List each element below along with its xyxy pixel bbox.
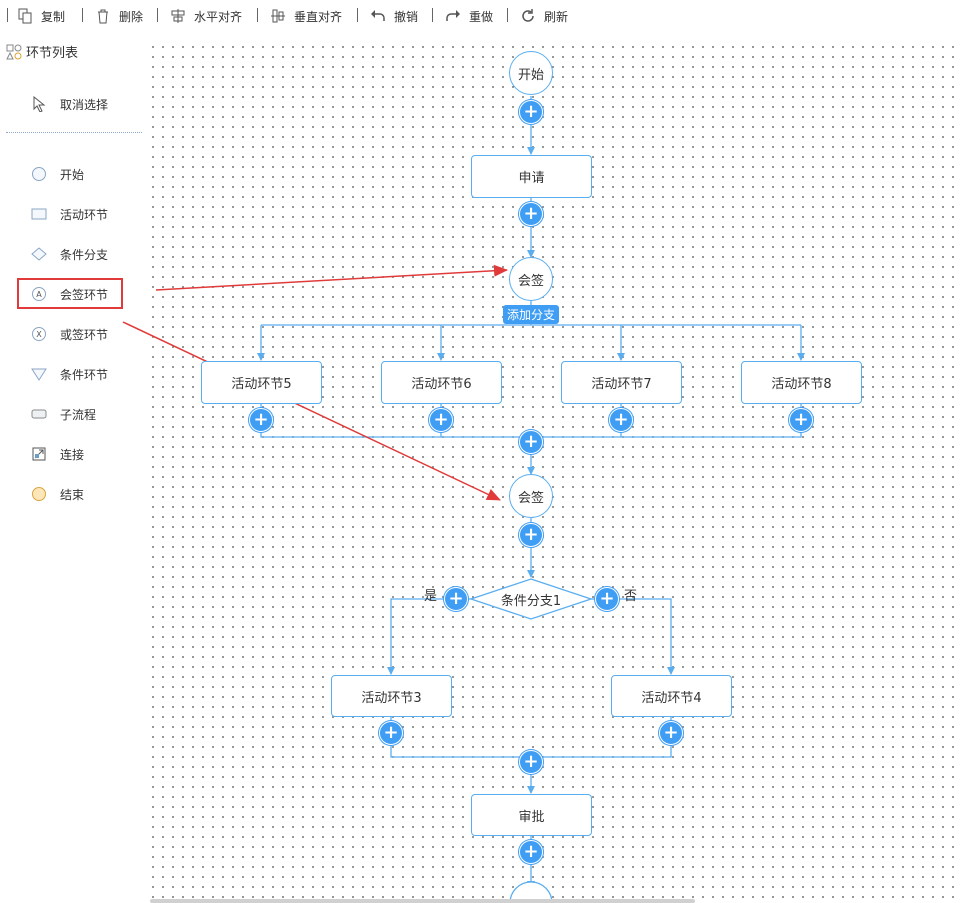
add-node-button[interactable]: + — [429, 408, 453, 432]
palette-item-or-sign[interactable]: X 或签环节 — [30, 324, 108, 344]
svg-text:A: A — [36, 290, 42, 299]
toolbar-separator — [7, 8, 8, 22]
or-sign-icon: X — [30, 325, 48, 343]
palette-item-label: 结束 — [60, 487, 85, 502]
copy-icon — [18, 8, 32, 24]
palette-item-end[interactable]: 结束 — [30, 484, 84, 504]
align-horizontal-button[interactable]: 水平对齐 — [170, 6, 242, 26]
subprocess-icon — [30, 405, 48, 423]
add-node-button[interactable]: + — [444, 587, 468, 611]
toolbar-separator — [82, 8, 83, 22]
palette-divider — [6, 132, 142, 133]
add-node-button[interactable]: + — [519, 202, 543, 226]
palette-item-connect[interactable]: 连接 — [30, 444, 84, 464]
deselect-tool[interactable]: 取消选择 — [30, 94, 108, 114]
node-palette: 环节列表 取消选择 开始 活动环节 条件分支 A 会签环节 X 或签环节 条件环… — [0, 32, 146, 903]
align-horizontal-label: 水平对齐 — [194, 9, 243, 24]
palette-item-label: 子流程 — [60, 407, 97, 422]
undo-button[interactable]: 撤销 — [370, 6, 418, 26]
horizontal-scrollbar[interactable] — [150, 899, 695, 903]
add-branch-button[interactable]: 添加分支 — [503, 305, 560, 324]
palette-item-activity[interactable]: 活动环节 — [30, 204, 108, 224]
countersign-node[interactable]: 会签 — [509, 474, 553, 518]
activity-node-4[interactable]: 活动环节4 — [611, 675, 732, 717]
palette-item-condition-node[interactable]: 条件环节 — [30, 364, 108, 384]
palette-title-text: 环节列表 — [26, 46, 79, 61]
pointer-icon — [30, 95, 48, 113]
toolbar-separator — [157, 8, 158, 22]
undo-icon — [371, 10, 385, 21]
add-node-button[interactable]: + — [609, 408, 633, 432]
activity-node-3[interactable]: 活动环节3 — [331, 675, 452, 717]
apply-node[interactable]: 申请 — [471, 155, 592, 198]
countersign-node[interactable]: 会签 — [509, 257, 553, 301]
add-node-button[interactable]: + — [595, 587, 619, 611]
palette-item-label: 条件分支 — [60, 247, 109, 262]
add-node-button[interactable]: + — [379, 721, 403, 745]
add-node-button[interactable]: + — [519, 840, 543, 864]
add-node-button[interactable]: + — [519, 750, 543, 774]
palette-item-label: 条件环节 — [60, 367, 109, 382]
no-label: 否 — [624, 589, 638, 604]
toolbar-separator — [257, 8, 258, 22]
triangle-icon — [30, 365, 48, 383]
redo-button[interactable]: 重做 — [445, 6, 493, 26]
add-node-button[interactable]: + — [789, 408, 813, 432]
start-node[interactable]: 开始 — [509, 51, 553, 95]
add-node-button[interactable]: + — [519, 523, 543, 547]
toolbar-separator — [357, 8, 358, 22]
redo-label: 重做 — [469, 9, 494, 24]
toolbar: 复制 删除 水平对齐 垂直对齐 撤销 重做 刷新 — [0, 0, 961, 32]
activity-node-8[interactable]: 活动环节8 — [741, 361, 862, 404]
palette-item-condition-branch[interactable]: 条件分支 — [30, 244, 108, 264]
toolbar-separator — [507, 8, 508, 22]
copy-button[interactable]: 复制 — [17, 6, 65, 26]
highlight-box — [17, 278, 123, 309]
delete-label: 删除 — [119, 9, 144, 24]
align-vertical-icon — [271, 9, 285, 23]
redo-icon — [446, 10, 460, 21]
align-vertical-label: 垂直对齐 — [294, 9, 343, 24]
activity-node-7[interactable]: 活动环节7 — [561, 361, 682, 404]
palette-item-countersign[interactable]: A 会签环节 — [30, 284, 108, 304]
svg-text:X: X — [36, 330, 42, 339]
condition-branch-node[interactable]: 条件分支1 — [500, 593, 562, 609]
palette-item-label: 或签环节 — [60, 327, 109, 342]
countersign-icon: A — [30, 285, 48, 303]
toolbar-separator — [432, 8, 433, 22]
palette-item-start[interactable]: 开始 — [30, 164, 84, 184]
activity-node-6[interactable]: 活动环节6 — [381, 361, 502, 404]
add-node-button[interactable]: + — [519, 100, 543, 124]
refresh-label: 刷新 — [544, 9, 569, 24]
palette-item-label: 会签环节 — [60, 287, 109, 302]
align-vertical-button[interactable]: 垂直对齐 — [270, 6, 342, 26]
palette-title: 环节列表 — [6, 42, 78, 61]
approve-node[interactable]: 审批 — [471, 794, 592, 836]
add-node-button[interactable]: + — [659, 721, 683, 745]
refresh-icon — [522, 9, 534, 22]
copy-label: 复制 — [41, 9, 66, 24]
add-node-button[interactable]: + — [519, 430, 543, 454]
connect-icon — [30, 445, 48, 463]
palette-item-label: 活动环节 — [60, 207, 109, 222]
palette-item-subprocess[interactable]: 子流程 — [30, 404, 96, 424]
undo-label: 撤销 — [394, 9, 419, 24]
deselect-label: 取消选择 — [60, 97, 109, 112]
delete-button[interactable]: 删除 — [95, 6, 143, 26]
refresh-button[interactable]: 刷新 — [520, 6, 568, 26]
yes-label: 是 — [424, 589, 438, 604]
palette-item-label: 开始 — [60, 167, 85, 182]
diamond-icon — [30, 245, 48, 263]
rectangle-icon — [30, 205, 48, 223]
end-circle-icon — [30, 485, 48, 503]
add-node-button[interactable]: + — [249, 408, 273, 432]
palette-item-label: 连接 — [60, 447, 85, 462]
circle-icon — [30, 165, 48, 183]
shapes-icon — [6, 44, 22, 59]
activity-node-5[interactable]: 活动环节5 — [201, 361, 322, 404]
trash-icon — [98, 9, 108, 24]
align-horizontal-icon — [171, 9, 185, 23]
